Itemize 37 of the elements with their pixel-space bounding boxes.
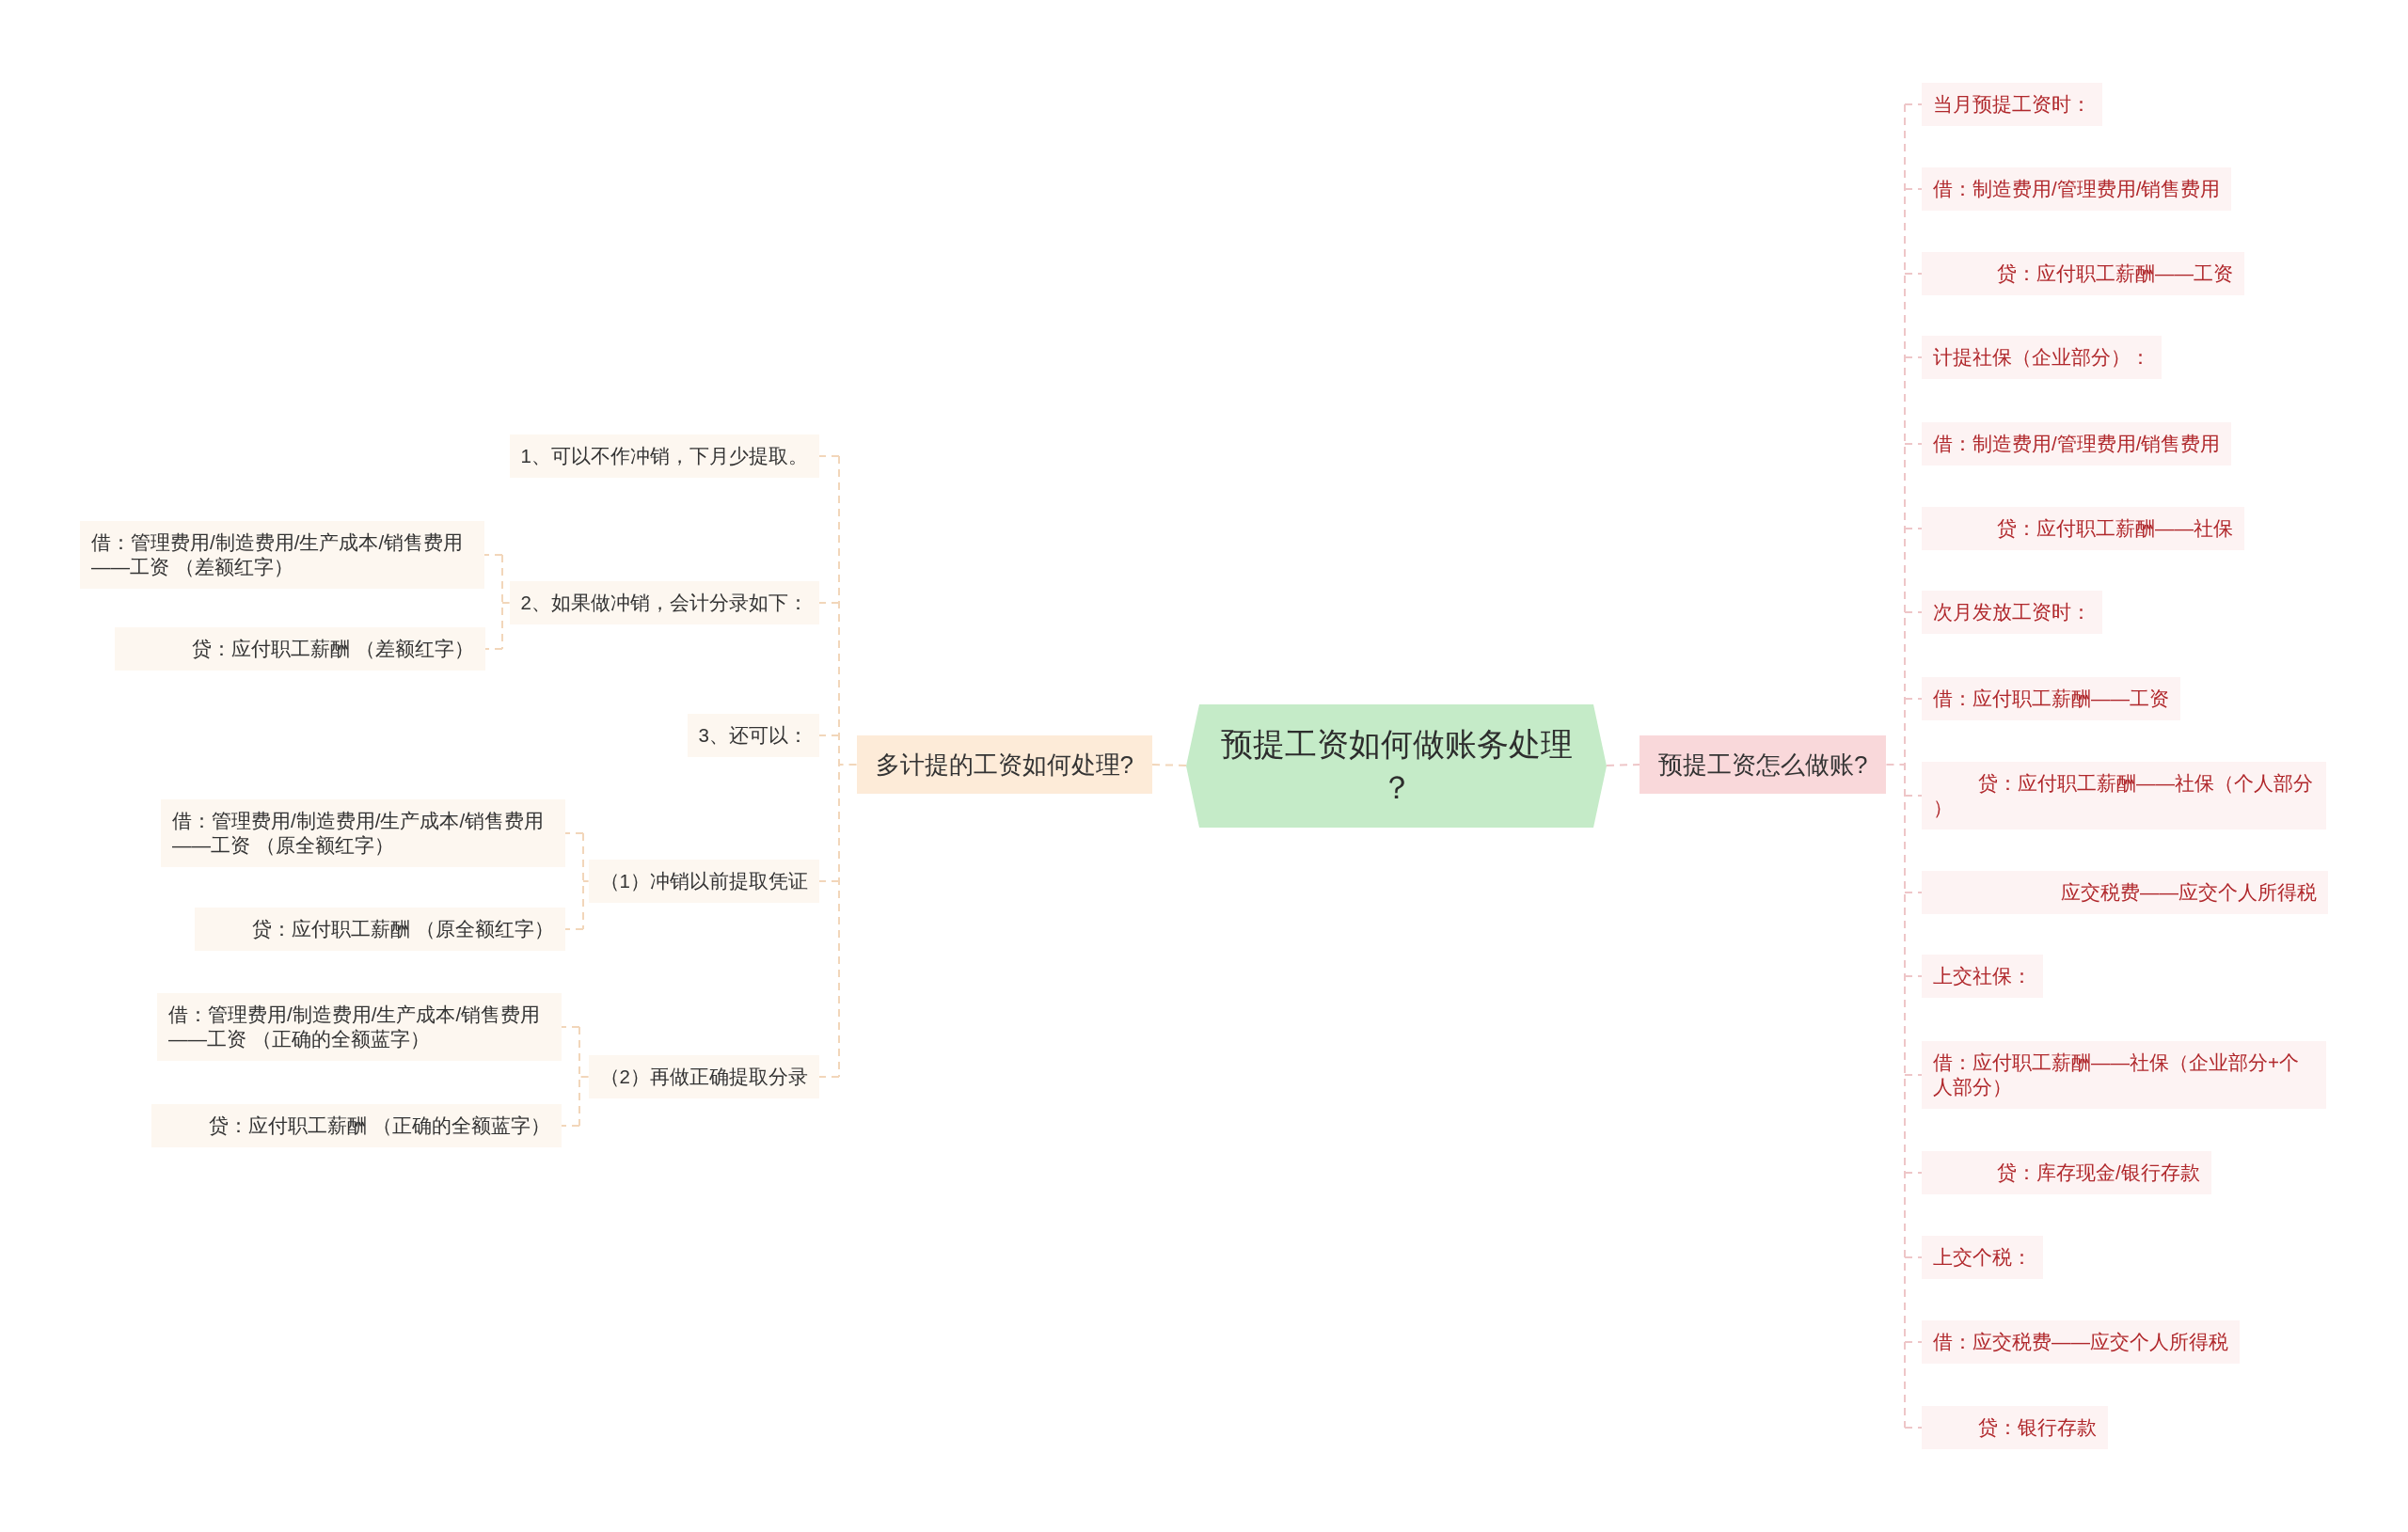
topic-box: 借：制造费用/管理费用/销售费用	[1922, 167, 2232, 211]
topic-box: 借：管理费用/制造费用/生产成本/销售费用——工资 （正确的全额蓝字）	[157, 993, 562, 1061]
connector-line	[483, 554, 511, 650]
topic-box: 贷：应付职工薪酬——社保（个人部分）	[1922, 762, 2326, 829]
connector-line	[564, 832, 590, 930]
topic-box: 借：应付职工薪酬——社保（企业部分+个人部分）	[1922, 1041, 2326, 1109]
topic-box: 上交社保：	[1922, 955, 2043, 998]
connector-line	[561, 1026, 590, 1127]
connector-line	[818, 455, 858, 1078]
topic-box: 贷：应付职工薪酬 （原全额红字）	[195, 908, 565, 951]
topic-box: 3、还可以：	[687, 714, 819, 757]
topic-box: 借：应付职工薪酬——工资	[1922, 677, 2180, 720]
topic-box: 2、如果做冲销，会计分录如下：	[509, 581, 819, 624]
topic-box: 贷：应付职工薪酬——工资	[1922, 252, 2244, 295]
topic-box: 借：管理费用/制造费用/生产成本/销售费用——工资 （差额红字）	[80, 521, 484, 589]
topic-box: （2）再做正确提取分录	[588, 1055, 819, 1098]
central-topic-hexagon: 预提工资如何做账务处理？	[1186, 703, 1607, 828]
topic-box: 贷：库存现金/银行存款	[1922, 1151, 2211, 1194]
topic-box: 贷：银行存款	[1922, 1406, 2108, 1449]
topic-box: 次月发放工资时：	[1922, 591, 2102, 634]
connector-line	[1885, 103, 1923, 1429]
topic-box: 贷：应付职工薪酬——社保	[1922, 507, 2244, 550]
topic-box: 借：制造费用/管理费用/销售费用	[1922, 422, 2232, 466]
connector-line	[1151, 764, 1187, 766]
topic-box: 借：应交税费——应交个人所得税	[1922, 1320, 2240, 1364]
topic-box: （1）冲销以前提取凭证	[588, 860, 819, 903]
branch-topic-box: 多计提的工资如何处理?	[856, 735, 1152, 794]
topic-box: 计提社保（企业部分）：	[1922, 336, 2162, 379]
connector-line	[1606, 764, 1640, 766]
topic-box: 借：管理费用/制造费用/生产成本/销售费用——工资 （原全额红字）	[161, 799, 565, 867]
topic-box: 应交税费——应交个人所得税	[1922, 871, 2328, 914]
topic-box: 贷：应付职工薪酬 （正确的全额蓝字）	[151, 1104, 562, 1147]
topic-box: 上交个税：	[1922, 1236, 2043, 1279]
branch-topic-box: 预提工资怎么做账?	[1640, 735, 1887, 794]
topic-box: 当月预提工资时：	[1922, 83, 2102, 126]
topic-box: 1、可以不作冲销，下月少提取。	[509, 434, 819, 478]
topic-box: 贷：应付职工薪酬 （差额红字）	[115, 627, 485, 671]
